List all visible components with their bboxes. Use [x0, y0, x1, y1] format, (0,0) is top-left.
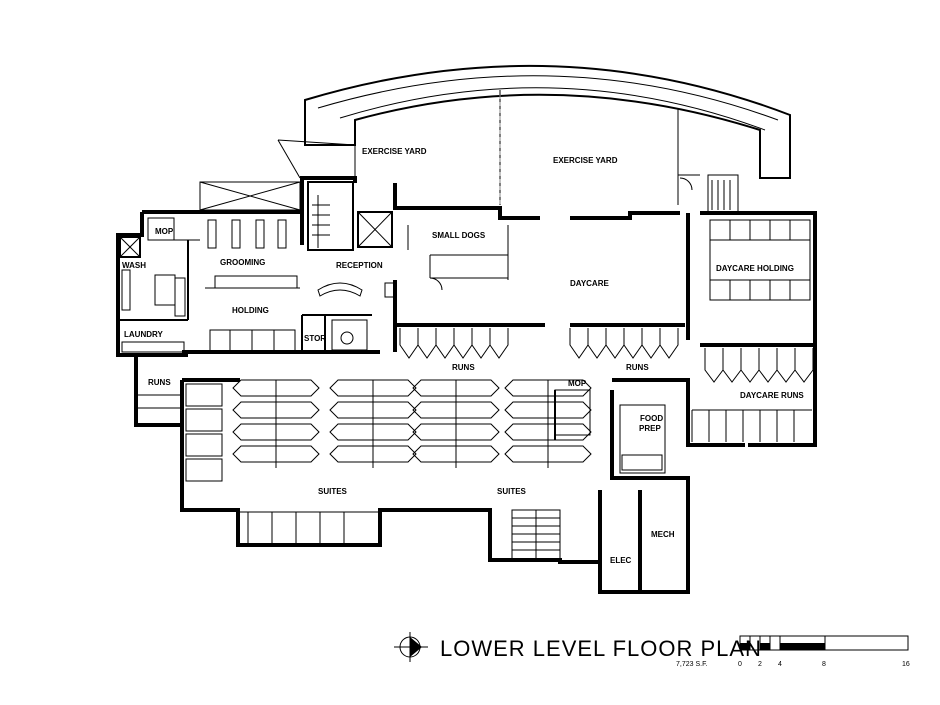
- lower-stair: [511, 509, 561, 561]
- label-laundry: LAUNDRY: [124, 330, 163, 339]
- grooming-area: [118, 217, 300, 353]
- label-exercise-yard-2: EXERCISE YARD: [553, 156, 618, 165]
- label-suites-1: SUITES: [318, 487, 348, 496]
- exercise-yards: [354, 95, 700, 205]
- north-arrow-icon: [394, 632, 428, 662]
- daycare-holding-area: [700, 219, 815, 347]
- label-mop-lower: MOP: [568, 379, 587, 388]
- scale-labels: 0 2 4 8 16: [738, 661, 910, 668]
- scale-bar-icon: [739, 635, 909, 651]
- label-stor: STOR: [304, 334, 326, 343]
- label-runs-center-1: RUNS: [452, 363, 475, 372]
- label-elec: ELEC: [610, 556, 632, 565]
- scale-tick-8: 8: [822, 661, 826, 668]
- suites-area: [185, 379, 592, 543]
- label-grooming: GROOMING: [220, 258, 265, 267]
- label-holding: HOLDING: [232, 306, 269, 315]
- label-mop-upper: MOP: [155, 227, 174, 236]
- center-runs: [399, 328, 679, 359]
- exterior-stair: [707, 174, 739, 214]
- daycare-runs-area: [691, 348, 814, 442]
- curved-canopy: [277, 64, 791, 205]
- stair-elevator: [199, 181, 393, 251]
- plan-title: LOWER LEVEL FLOOR PLAN: [440, 636, 762, 661]
- label-daycare: DAYCARE: [570, 279, 609, 288]
- label-runs-center-2: RUNS: [626, 363, 649, 372]
- label-prep: PREP: [639, 424, 661, 433]
- reception-area: [301, 282, 396, 352]
- label-wash: WASH: [122, 261, 146, 270]
- label-daycare-runs: DAYCARE RUNS: [740, 391, 804, 400]
- scale-tick-4: 4: [778, 661, 782, 668]
- food-prep-area: [554, 389, 666, 474]
- small-dogs-area: [407, 225, 509, 291]
- scale-tick-0: 0: [738, 661, 742, 668]
- scale-tick-2: 2: [758, 661, 762, 668]
- label-runs-left: RUNS: [148, 378, 171, 387]
- label-suites-2: SUITES: [497, 487, 527, 496]
- scale-tick-16: 16: [902, 661, 910, 668]
- label-mech: MECH: [651, 530, 675, 539]
- room-labels: EXERCISE YARD EXERCISE YARD SMALL DOGS M…: [122, 147, 804, 565]
- label-small-dogs: SMALL DOGS: [432, 231, 486, 240]
- label-daycare-holding: DAYCARE HOLDING: [716, 264, 794, 273]
- plan-area: 7,723 S.F.: [676, 661, 708, 668]
- label-food: FOOD: [640, 414, 663, 423]
- label-exercise-yard-1: EXERCISE YARD: [362, 147, 427, 156]
- left-runs-area: [136, 394, 182, 409]
- label-reception: RECEPTION: [336, 261, 383, 270]
